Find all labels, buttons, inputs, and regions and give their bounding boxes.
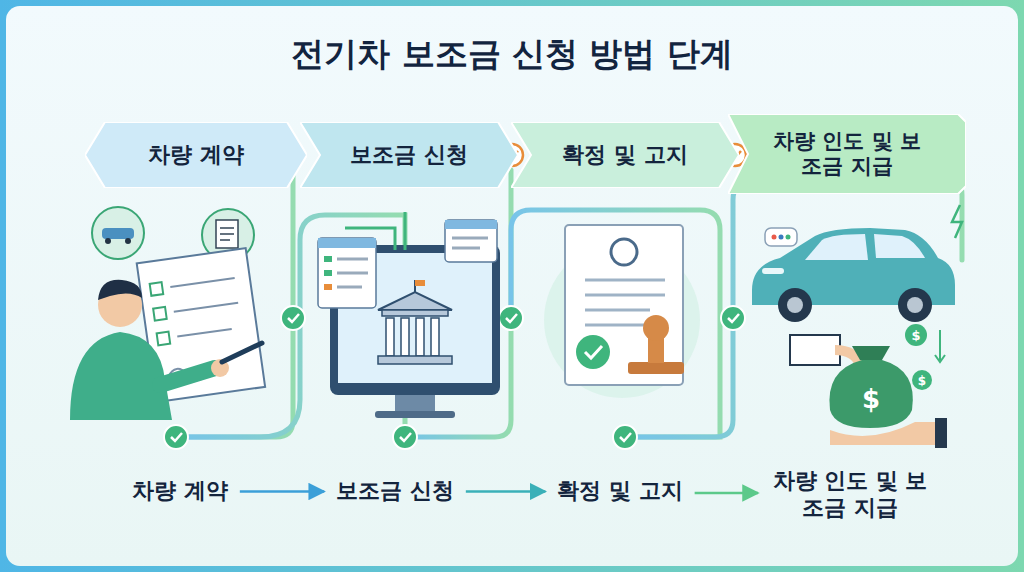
step-banner: 차량 계약 [85,122,307,188]
svg-text:$: $ [911,328,920,343]
step-text: 차량 인도 및 보조금 지급 [770,468,930,521]
approval-document [544,225,700,398]
banner-outline [511,122,739,188]
step-label: 보조금 신청 [300,470,490,513]
application-computer [318,212,500,418]
step-text: 확정 및 고지 [562,142,687,168]
signing-person [70,207,265,420]
winding-line [176,170,962,437]
step-label: 차량 계약 [95,470,265,513]
ev-car [752,205,962,322]
step-text: 확정 및 고지 [557,478,682,504]
step-label: 확정 및 고지 [525,470,715,513]
svg-text:$: $ [918,374,926,388]
step-banner: 확정 및 고지 [511,122,739,188]
flow-arrow [466,490,546,493]
banner-outline [85,122,307,188]
step-text: 보조금 신청 [350,142,468,168]
subsidy-money: $ $ $ [790,324,947,448]
step-banner: 보조금 신청 [300,122,518,188]
step-text: 차량 인도 및 보조금 지급 [767,129,927,179]
banner-outline [728,114,966,194]
flow-arrow [240,490,324,493]
step-text: 차량 계약 [132,478,228,504]
flow-arrow [695,492,758,495]
banner-outline [300,122,518,188]
step-label: 차량 인도 및 보조금 지급 [745,460,955,529]
svg-text:$: $ [862,384,880,414]
diagram-title: 전기차 보조금 신청 방법 단계 [0,32,1024,77]
step-text: 차량 계약 [148,142,244,168]
step-text: 보조금 신청 [336,478,454,504]
step-banner: 차량 인도 및 보조금 지급 [728,114,966,194]
